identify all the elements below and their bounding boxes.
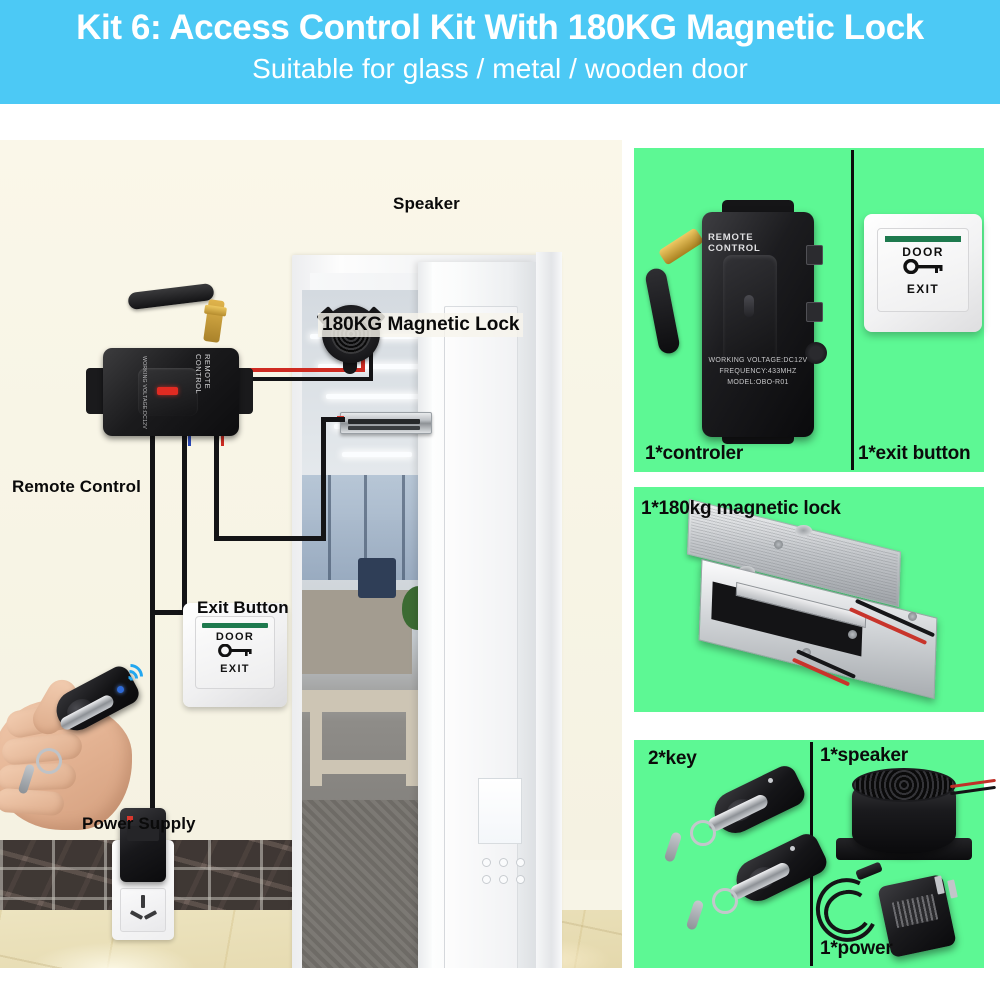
wifi-signal-icon xyxy=(112,658,156,695)
door-dot-decoration xyxy=(482,858,528,892)
caption-exit-button: 1*exit button xyxy=(858,443,971,464)
key-icon xyxy=(218,643,252,662)
lock-screw xyxy=(848,630,857,639)
desk-leg xyxy=(310,708,322,786)
plate-mount-hole xyxy=(795,525,812,536)
caption-key: 2*key xyxy=(648,748,697,769)
desk-leg xyxy=(406,708,418,786)
caption-magnetic-lock: 1*180kg magnetic lock xyxy=(641,498,841,519)
window-mullion xyxy=(328,475,331,580)
controller-dc-jack xyxy=(805,342,827,364)
wire-lock-black xyxy=(214,434,219,540)
wire-exit-button xyxy=(182,432,187,612)
speaker-grille xyxy=(852,768,956,802)
key-fob-led xyxy=(117,686,124,693)
controller-brand-text: REMOTE CONTROL xyxy=(708,232,761,254)
ceiling-light xyxy=(342,452,412,457)
wire-speaker-black xyxy=(369,332,373,380)
label-remote-control: Remote Control xyxy=(12,477,141,496)
controller-terminal xyxy=(806,245,823,265)
controller-mount-tab xyxy=(86,368,108,414)
wire-power-supply xyxy=(150,610,155,810)
controller-voltage: WORKING VOLTAGE:DC12V xyxy=(708,357,808,364)
ceiling-light xyxy=(326,394,422,399)
installation-diagram: REMOTE CONTROL WORKING VOLTAGE:DC12V DOO… xyxy=(0,140,622,968)
controller-spec-block: WORKING VOLTAGE:DC12V FREQUENCY:433MHZ M… xyxy=(706,355,810,388)
finger xyxy=(0,787,65,817)
caption-power: 1*power xyxy=(820,938,893,959)
door-leaf-panel xyxy=(444,306,518,968)
office-desk xyxy=(302,690,428,712)
controller-model: MODEL:OBO-R01 xyxy=(727,379,789,386)
exit-button-face: DOOR EXIT xyxy=(195,616,275,689)
header-banner: Kit 6: Access Control Kit With 180KG Mag… xyxy=(0,0,1000,104)
key-fob-led xyxy=(768,778,773,783)
socket-slot xyxy=(143,910,158,920)
exit-button-green-bar xyxy=(202,623,268,628)
office-partition xyxy=(302,590,412,674)
office-chair xyxy=(358,558,396,598)
exit-button-device: DOOR EXIT xyxy=(864,214,982,332)
socket-slot xyxy=(129,910,144,920)
controller-spec-text: WORKING VOLTAGE:DC12V xyxy=(118,356,148,430)
controller-brand-text: REMOTE CONTROL xyxy=(194,354,212,395)
exit-button-face: DOOR EXIT xyxy=(877,228,969,312)
power-adapter xyxy=(120,808,166,882)
key-fob-led xyxy=(790,846,795,851)
wire-blue-terminal xyxy=(188,432,191,446)
key-ring xyxy=(690,820,716,846)
panel1-divider xyxy=(851,150,854,470)
wire-power-jog xyxy=(150,610,186,615)
controller-led xyxy=(157,387,178,395)
exit-button-green-bar xyxy=(885,236,961,242)
page-subtitle: Suitable for glass / metal / wooden door xyxy=(252,53,748,84)
controller-led xyxy=(744,295,754,317)
door-leaf xyxy=(418,262,536,968)
lock-screw xyxy=(908,612,917,621)
wire-speaker-black xyxy=(245,377,373,381)
window-mullion xyxy=(364,475,367,580)
magnetic-lock-device xyxy=(340,412,432,434)
window-mullion xyxy=(402,475,405,580)
wire-lock-black xyxy=(321,417,345,422)
caption-controller: 1*controler xyxy=(645,443,744,464)
office-bench xyxy=(320,760,420,774)
exit-button-bottom-label: EXIT xyxy=(906,282,940,296)
door-outer-trim xyxy=(536,252,562,968)
door-glass-lite xyxy=(478,778,522,844)
exit-button-bottom-label: EXIT xyxy=(220,663,250,675)
socket-slot xyxy=(141,895,145,908)
wire-lock-black xyxy=(214,536,326,541)
wire-red-terminal xyxy=(221,432,224,446)
exit-button-top-label: DOOR xyxy=(215,631,255,643)
page-title: Kit 6: Access Control Kit With 180KG Mag… xyxy=(76,8,924,47)
controller-terminal xyxy=(806,302,823,322)
key-icon xyxy=(903,258,943,279)
plate-screw xyxy=(774,540,783,549)
key-ring xyxy=(712,888,738,914)
socket-face xyxy=(120,888,166,932)
exit-button-device: DOOR EXIT xyxy=(183,603,287,707)
label-exit-button: Exit Button xyxy=(197,598,289,617)
label-magnetic-lock: 180KG Magnetic Lock xyxy=(318,313,524,337)
label-power-supply: Power Supply xyxy=(82,814,196,833)
caption-speaker: 1*speaker xyxy=(820,745,908,766)
wire-power-supply xyxy=(150,436,155,616)
door-leaf-edge xyxy=(418,262,432,968)
label-speaker: Speaker xyxy=(393,194,460,213)
wire-lock-black xyxy=(321,417,326,541)
exit-button-top-label: DOOR xyxy=(902,245,944,259)
controller-voltage: WORKING VOLTAGE:DC12V xyxy=(141,356,147,429)
controller-frequency: FREQUENCY:433MHZ xyxy=(719,368,797,375)
wire-speaker-red xyxy=(245,368,365,372)
power-adapter-led xyxy=(127,816,133,821)
